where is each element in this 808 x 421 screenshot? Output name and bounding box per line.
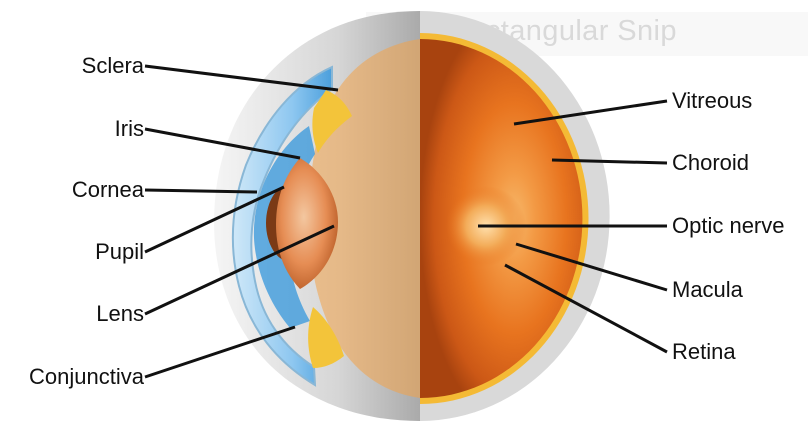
label-cornea: Cornea bbox=[55, 178, 144, 202]
label-iris: Iris bbox=[90, 117, 144, 141]
label-pupil: Pupil bbox=[79, 240, 144, 264]
label-optic-nerve: Optic nerve bbox=[672, 214, 785, 238]
label-conjunctiva: Conjunctiva bbox=[12, 365, 144, 389]
cornea-leader bbox=[145, 190, 257, 192]
label-sclera: Sclera bbox=[64, 54, 144, 78]
label-macula: Macula bbox=[672, 278, 743, 302]
label-retina: Retina bbox=[672, 340, 736, 364]
label-choroid: Choroid bbox=[672, 151, 749, 175]
label-vitreous: Vitreous bbox=[672, 89, 752, 113]
label-lens: Lens bbox=[84, 302, 144, 326]
